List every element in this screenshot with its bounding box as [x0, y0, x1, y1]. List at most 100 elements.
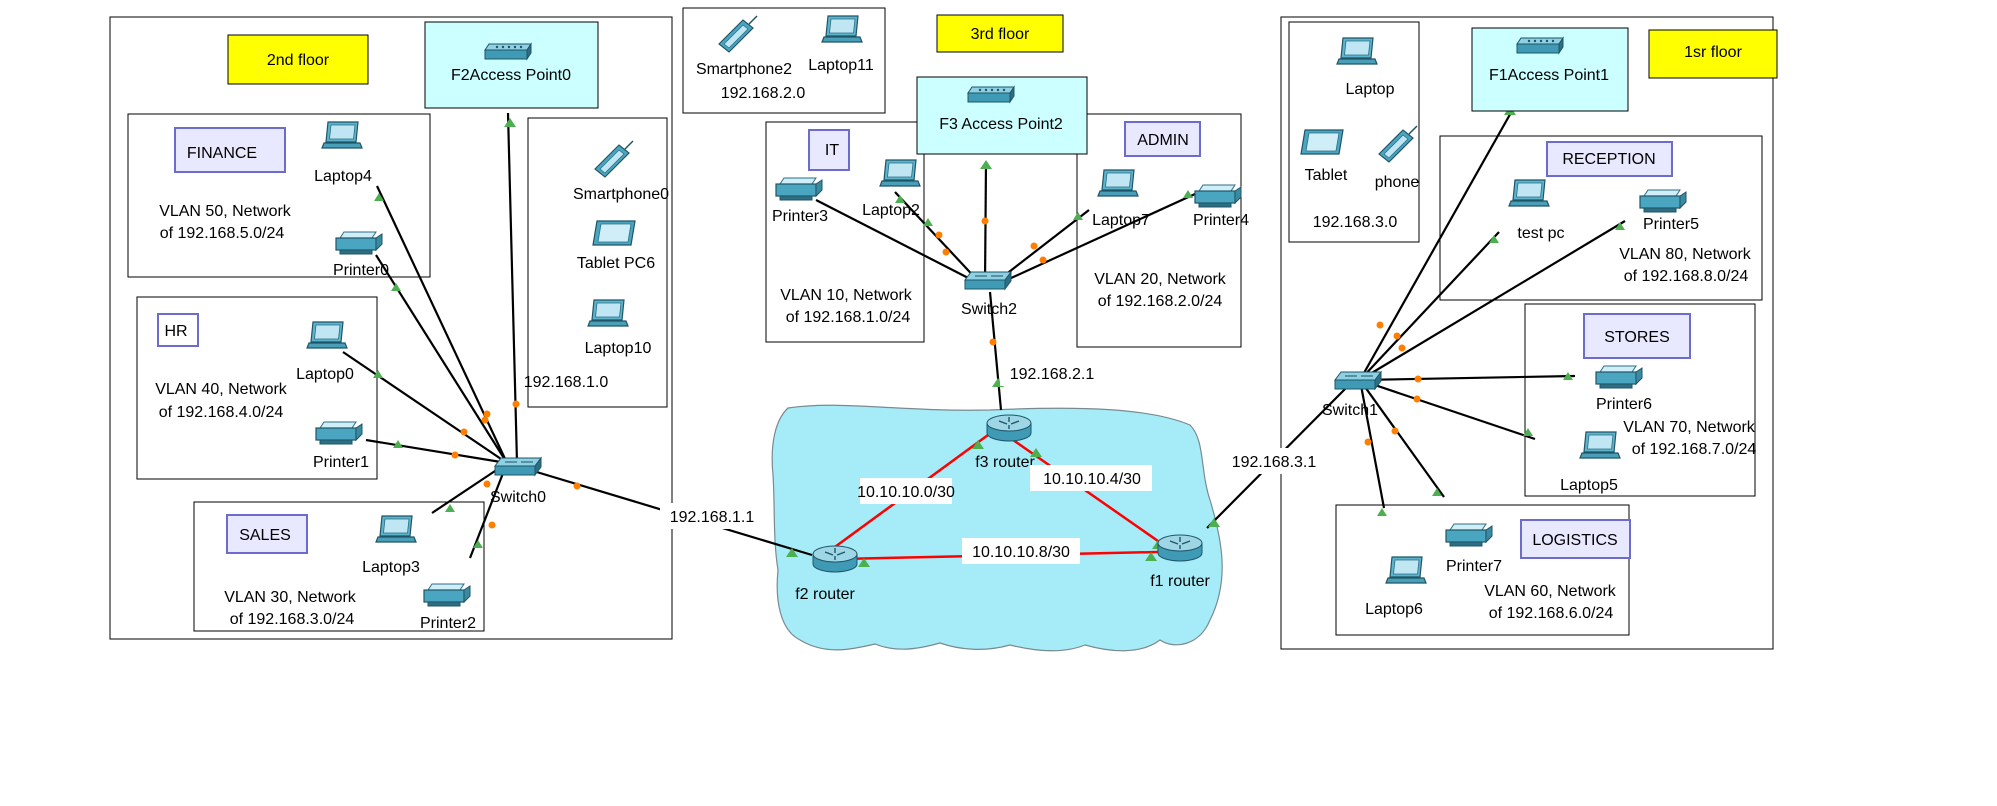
admin-area: [1076, 113, 1242, 348]
f2-access-point-icon[interactable]: [484, 43, 532, 60]
laptop7-laptop-icon[interactable]: [1097, 169, 1139, 197]
svg-text:IT: IT: [825, 142, 839, 159]
it-vlan-line2: of 192.168.1.0/24: [786, 309, 911, 326]
dept-tag-sales: SALES: [226, 514, 308, 554]
laptop3-laptop-icon[interactable]: [375, 515, 417, 543]
printer0-label: Printer0: [333, 262, 389, 279]
link-switch0-f2-label: 192.168.1.1: [670, 509, 755, 526]
svg-text:ADMIN: ADMIN: [1137, 132, 1189, 149]
svg-text:FINANCE: FINANCE: [187, 145, 257, 162]
laptop2-label: Laptop2: [862, 202, 920, 219]
laptop-label: Laptop: [1346, 81, 1395, 98]
laptop-laptop-icon[interactable]: [1336, 37, 1378, 65]
printer5-label: Printer5: [1643, 216, 1699, 233]
laptop7-label: Laptop7: [1092, 212, 1150, 229]
hr-vlan-line1: VLAN 40, Network: [155, 381, 288, 398]
switch2-switch-icon[interactable]: [964, 271, 1012, 290]
floor1-title-note: 1sr floor: [1648, 29, 1778, 79]
link-switch1-f1-label: 192.168.3.1: [1232, 454, 1317, 471]
printer2-label: Printer2: [420, 615, 476, 632]
phone-label: phone: [1375, 174, 1420, 191]
link-labels: 10.10.10.0/30 10.10.10.4/30 10.10.10.8/3…: [660, 360, 1326, 564]
floor2-wireless-subnet: 192.168.1.0: [524, 374, 609, 391]
svg-text:3rd floor: 3rd floor: [971, 26, 1030, 43]
laptop10-laptop-icon[interactable]: [587, 299, 629, 327]
dept-tag-it: IT: [808, 129, 850, 171]
wan-cloud: [771, 404, 1223, 652]
laptop3-label: Laptop3: [362, 559, 420, 576]
smartphone0-label: Smartphone0: [573, 186, 669, 203]
laptop10-label: Laptop10: [585, 340, 652, 357]
logistics-vlan-line1: VLAN 60, Network: [1484, 583, 1617, 600]
floor3-wireless-subnet: 192.168.2.0: [721, 85, 806, 102]
f1-access-point-icon[interactable]: [1516, 37, 1564, 54]
svg-text:LOGISTICS: LOGISTICS: [1532, 532, 1617, 549]
admin-vlan-line2: of 192.168.2.0/24: [1098, 293, 1223, 310]
tablet-label: Tablet: [1305, 167, 1348, 184]
admin-vlan-line1: VLAN 20, Network: [1094, 271, 1227, 288]
f3-router-icon[interactable]: [986, 414, 1032, 442]
floor3-title-note: 3rd floor: [936, 14, 1064, 53]
finance-vlan-line1: VLAN 50, Network: [159, 203, 292, 220]
switch2-label: Switch2: [961, 301, 1017, 318]
reception-vlan-line2: of 192.168.8.0/24: [1624, 268, 1749, 285]
switch1-switch-icon[interactable]: [1334, 371, 1382, 390]
dept-tag-logistics: LOGISTICS: [1520, 519, 1631, 559]
f3-router-label: f3 router: [975, 454, 1035, 471]
svg-text:1sr floor: 1sr floor: [1684, 44, 1742, 61]
hr-vlan-line2: of 192.168.4.0/24: [159, 404, 284, 421]
f1-access-point-label: F1Access Point1: [1489, 67, 1609, 84]
sales-vlan-line2: of 192.168.3.0/24: [230, 611, 355, 628]
laptop0-laptop-icon[interactable]: [306, 321, 348, 349]
floor1-wireless-subnet: 192.168.3.0: [1313, 214, 1398, 231]
svg-text:SALES: SALES: [239, 527, 291, 544]
f2-access-point-box: [424, 21, 599, 109]
laptop2-laptop-icon[interactable]: [879, 159, 921, 187]
laptop4-label: Laptop4: [314, 168, 372, 185]
it-vlan-line1: VLAN 10, Network: [780, 287, 913, 304]
test-pc-label: test pc: [1517, 225, 1564, 242]
laptop11-laptop-icon[interactable]: [821, 15, 863, 43]
svg-text:HR: HR: [164, 323, 187, 340]
link-f2-f1-label: 10.10.10.8/30: [972, 544, 1070, 561]
svg-text:2nd floor: 2nd floor: [267, 52, 330, 69]
link-f2-f3-label: 10.10.10.0/30: [857, 484, 955, 501]
reception-vlan-line1: VLAN 80, Network: [1619, 246, 1752, 263]
tablet-tablet-icon[interactable]: [1300, 129, 1344, 155]
link-switch2-f3-label: 192.168.2.1: [1010, 366, 1095, 383]
f3-access-point-icon[interactable]: [967, 86, 1015, 103]
vlan-notes: VLAN 50, Network of 192.168.5.0/24 VLAN …: [155, 203, 1756, 628]
laptop6-label: Laptop6: [1365, 601, 1423, 618]
dept-tag-stores: STORES: [1583, 313, 1691, 359]
dept-tag-hr: HR: [157, 313, 199, 347]
f2-router-label: f2 router: [795, 586, 855, 603]
laptop4-laptop-icon[interactable]: [321, 121, 363, 149]
switch0-switch-icon[interactable]: [494, 457, 542, 476]
sales-vlan-line1: VLAN 30, Network: [224, 589, 357, 606]
svg-text:RECEPTION: RECEPTION: [1562, 151, 1655, 168]
stores-vlan-line1: VLAN 70, Network: [1623, 419, 1756, 436]
tablet-pc6-tablet-icon[interactable]: [592, 220, 636, 246]
printer3-label: Printer3: [772, 208, 828, 225]
switch0-label: Switch0: [490, 489, 546, 506]
smartphone2-label: Smartphone2: [696, 61, 792, 78]
f2-router-icon[interactable]: [812, 545, 858, 573]
floor2-title-note: 2nd floor: [227, 34, 369, 85]
f1-router-label: f1 router: [1150, 573, 1210, 590]
laptop5-laptop-icon[interactable]: [1579, 431, 1621, 459]
printer4-label: Printer4: [1193, 212, 1249, 229]
laptop11-label: Laptop11: [808, 57, 874, 74]
device-labels: F2Access Point0 Laptop4 Printer0 Laptop0…: [296, 57, 1699, 632]
dept-tag-admin: ADMIN: [1124, 121, 1201, 157]
test-pc-laptop-icon[interactable]: [1508, 179, 1550, 207]
stores-vlan-line2: of 192.168.7.0/24: [1632, 441, 1757, 458]
links: [342, 101, 1626, 561]
printer6-label: Printer6: [1596, 396, 1652, 413]
f3-access-point-label: F3 Access Point2: [939, 116, 1063, 133]
dept-tag-reception: RECEPTION: [1546, 141, 1673, 177]
laptop6-laptop-icon[interactable]: [1385, 556, 1427, 584]
tablet-pc6-label: Tablet PC6: [577, 255, 655, 272]
laptop0-label: Laptop0: [296, 366, 354, 383]
f1-router-icon[interactable]: [1157, 534, 1203, 562]
